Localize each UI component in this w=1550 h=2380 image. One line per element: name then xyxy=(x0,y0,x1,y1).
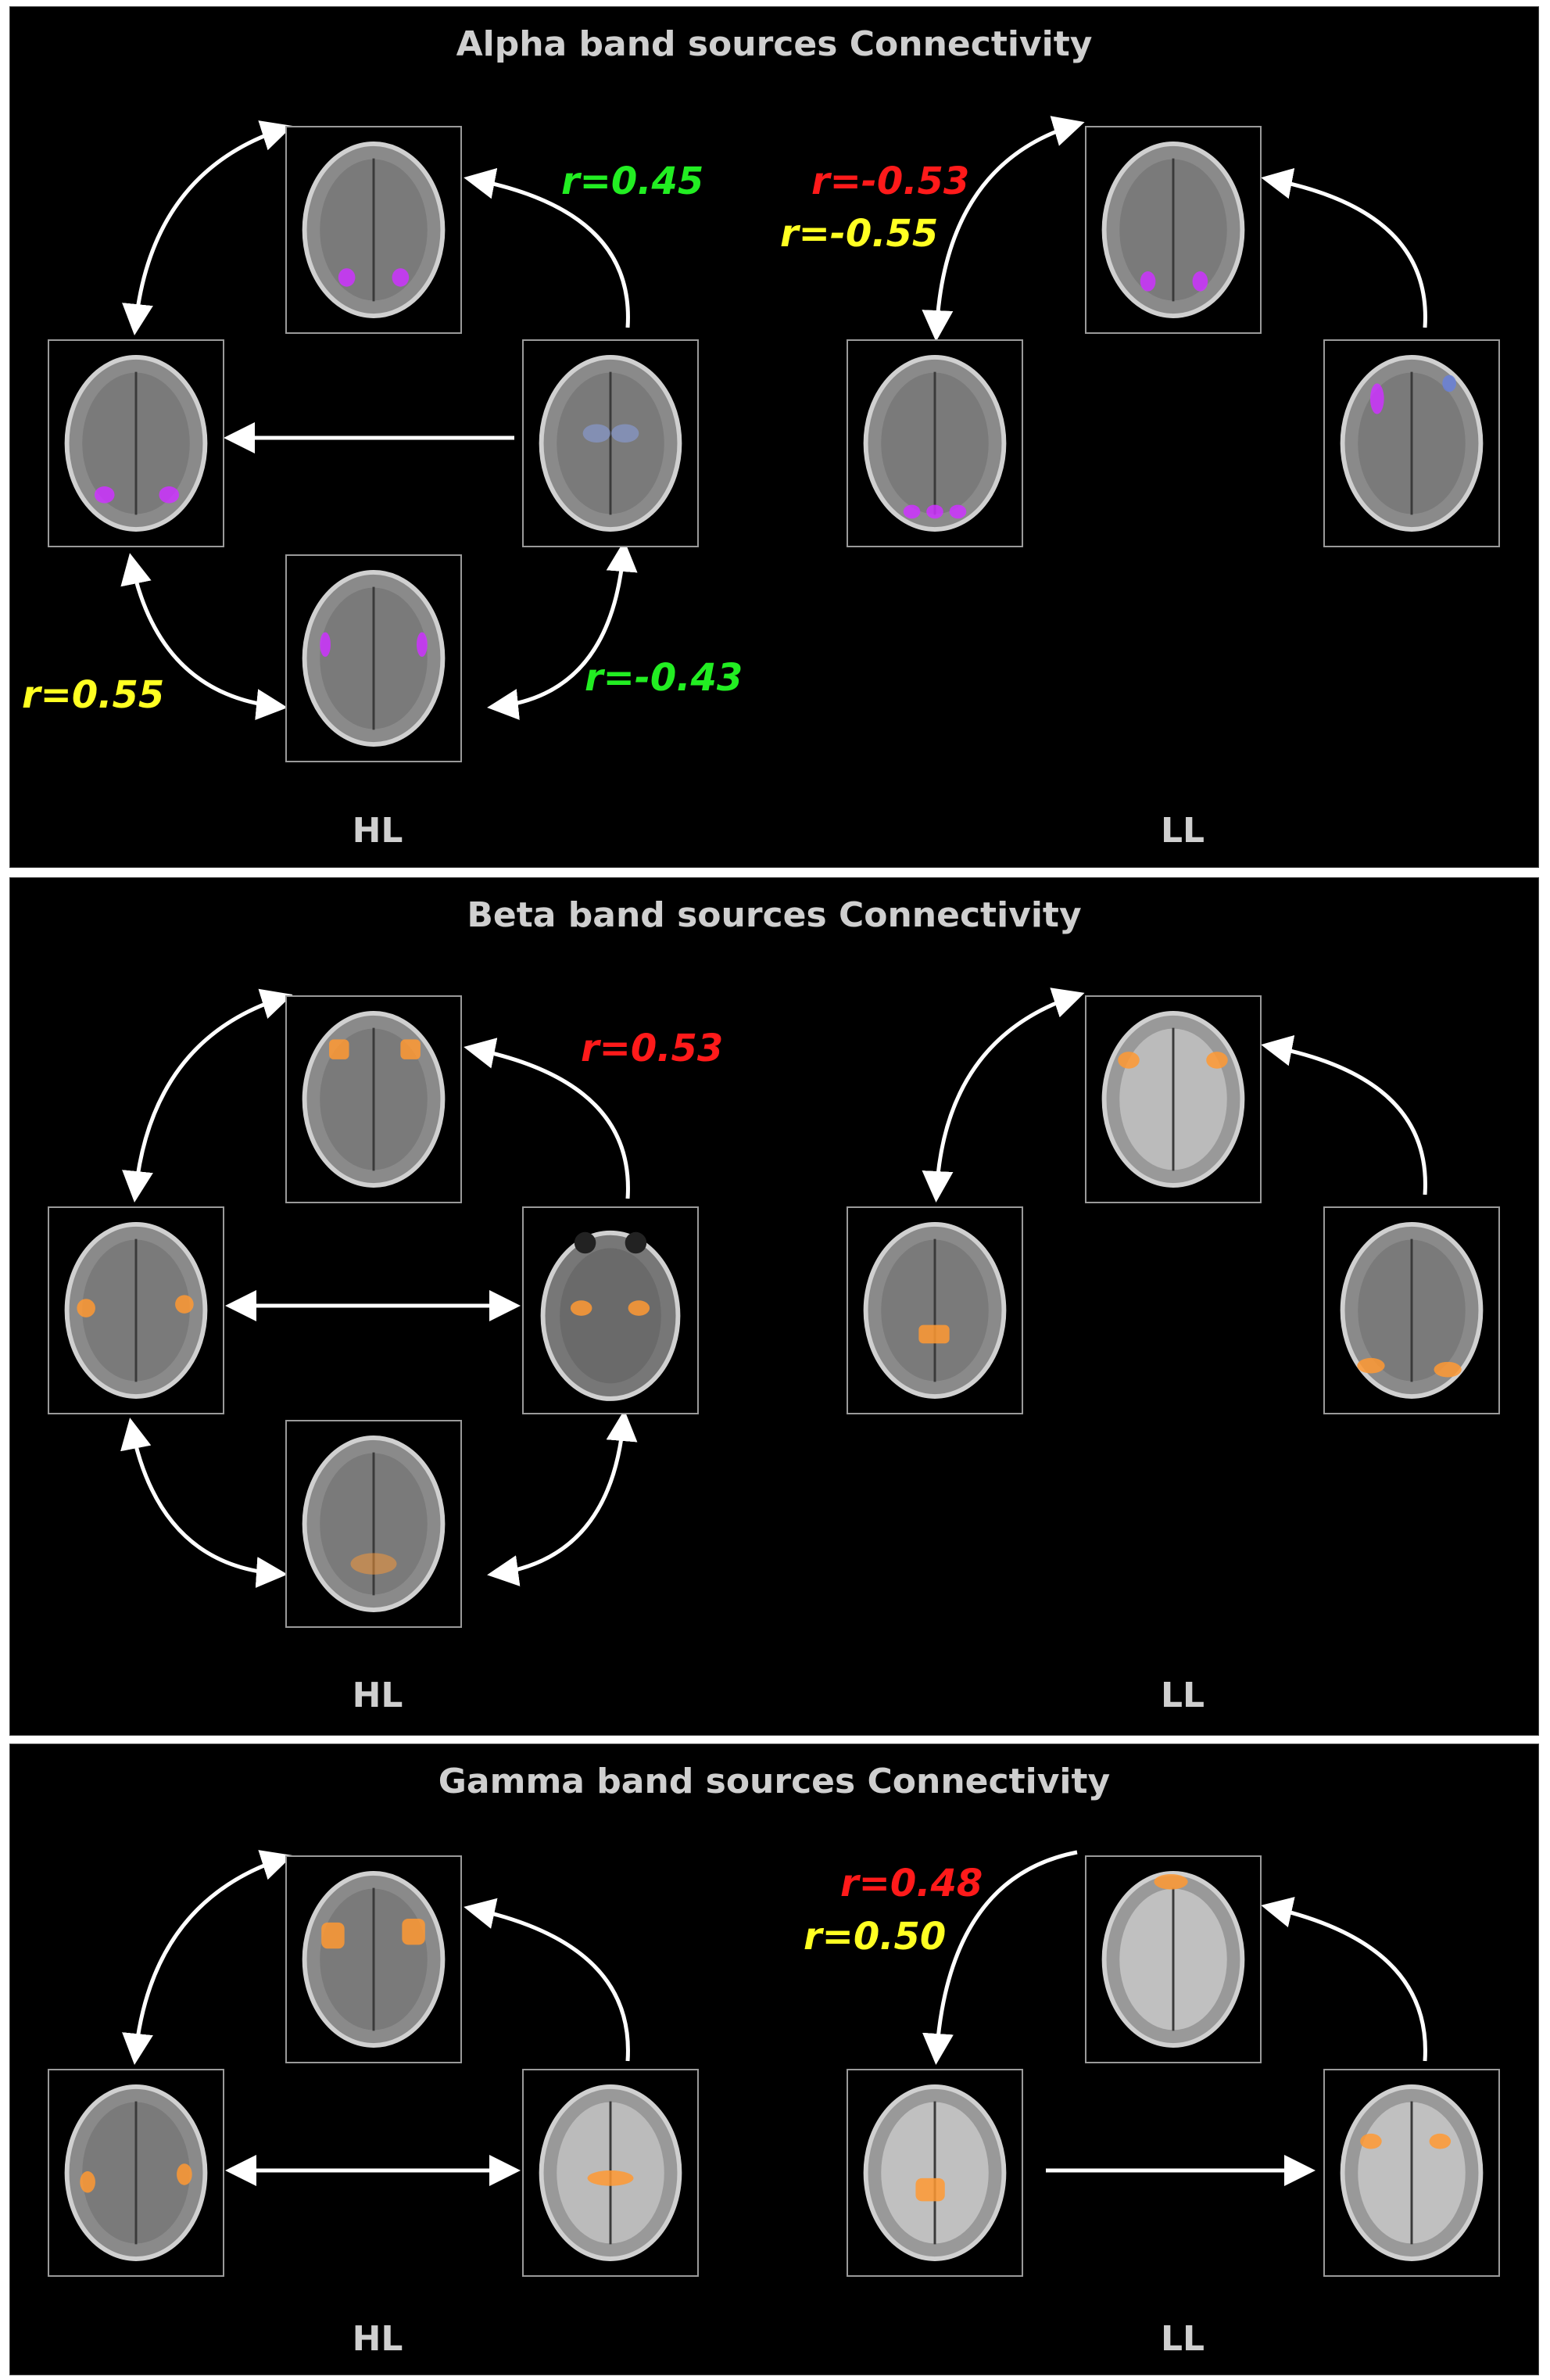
brain-hl-left xyxy=(48,339,224,547)
gamma-panel: Gamma band sources Connectivity r=0.48 r… xyxy=(9,1744,1539,2375)
corr-label: r=-0.53 xyxy=(811,160,970,203)
arrow-ll-top-left xyxy=(922,116,1085,342)
brain-hl-top xyxy=(285,126,462,334)
brain-ll-left xyxy=(847,339,1023,547)
brain-hl-left xyxy=(48,2069,224,2277)
brain-hl-right xyxy=(522,2069,699,2277)
panel-title: Gamma band sources Connectivity xyxy=(438,1762,1111,1801)
arrow-right-top xyxy=(464,1038,630,1199)
corr-label: r=-0.55 xyxy=(780,212,939,256)
brain-ll-left xyxy=(847,1206,1023,1414)
brain-ll-top xyxy=(1085,995,1262,1203)
arrow-bottom-right xyxy=(487,1410,638,1586)
brain-hl-right xyxy=(522,339,699,547)
hl-label: HL xyxy=(352,811,403,851)
brain-hl-top xyxy=(285,1855,462,2063)
ll-label: LL xyxy=(1160,1676,1205,1715)
arrow-ll-right-top xyxy=(1261,167,1427,328)
arrow-right-top xyxy=(464,1898,630,2062)
arrow-left-top xyxy=(122,120,293,335)
brain-ll-top xyxy=(1085,126,1262,334)
hl-label: HL xyxy=(352,2319,403,2359)
corr-label: r=0.45 xyxy=(561,160,704,203)
corr-label: r=-0.43 xyxy=(585,656,743,700)
corr-label: r=0.55 xyxy=(22,673,165,717)
connectivity-arrows xyxy=(120,987,1427,1589)
corr-label: r=0.53 xyxy=(581,1027,724,1070)
arrow-left-bottom xyxy=(120,1418,288,1589)
connectivity-arrows xyxy=(122,1850,1427,2186)
brain-hl-top xyxy=(285,995,462,1203)
arrow-left-top xyxy=(122,1850,293,2065)
hl-label: HL xyxy=(352,1676,403,1715)
alpha-panel: Alpha band sources Connectivity r=0.45 r… xyxy=(9,6,1539,868)
arrow-ll-top-left xyxy=(922,987,1085,1203)
ll-label: LL xyxy=(1160,2319,1205,2359)
brain-ll-right xyxy=(1323,2069,1500,2277)
arrow-ll-right-top xyxy=(1261,1034,1427,1195)
panel-title: Alpha band sources Connectivity xyxy=(456,24,1093,64)
arrow-ll-right-top xyxy=(1261,1897,1427,2062)
beta-panel: Beta band sources Connectivity r=0.53 HL… xyxy=(9,877,1539,1736)
brain-ll-left xyxy=(847,2069,1023,2277)
brain-hl-right xyxy=(522,1206,699,1414)
connectivity-arrows xyxy=(120,116,1427,721)
brain-hl-bottom xyxy=(285,554,462,762)
arrow-left-top xyxy=(122,988,293,1203)
brain-ll-top xyxy=(1085,1855,1262,2063)
ll-label: LL xyxy=(1160,811,1205,851)
brain-hl-bottom xyxy=(285,1420,462,1628)
brain-ll-right xyxy=(1323,339,1500,547)
corr-label: r=0.48 xyxy=(840,1862,983,1905)
brain-ll-right xyxy=(1323,1206,1500,1414)
panel-title: Beta band sources Connectivity xyxy=(467,895,1082,935)
corr-label: r=0.50 xyxy=(804,1915,947,1959)
brain-hl-left xyxy=(48,1206,224,1414)
